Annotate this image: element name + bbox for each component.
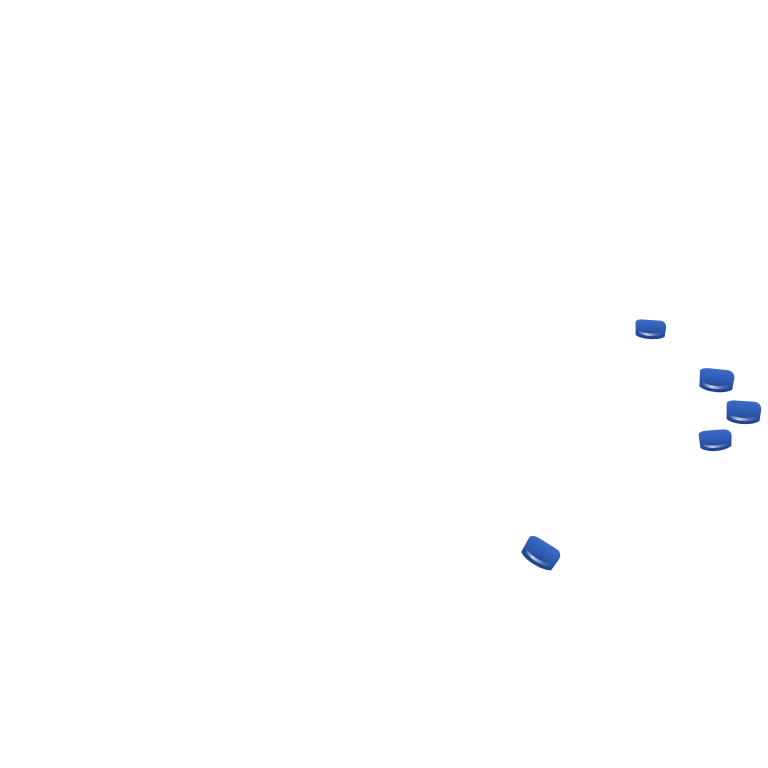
nail-shape-1 (635, 319, 667, 340)
nail-shape-5 (521, 536, 561, 571)
nail-shape-4 (698, 429, 732, 452)
nail-shape-2 (699, 368, 735, 393)
nail-shape-3 (726, 400, 762, 425)
